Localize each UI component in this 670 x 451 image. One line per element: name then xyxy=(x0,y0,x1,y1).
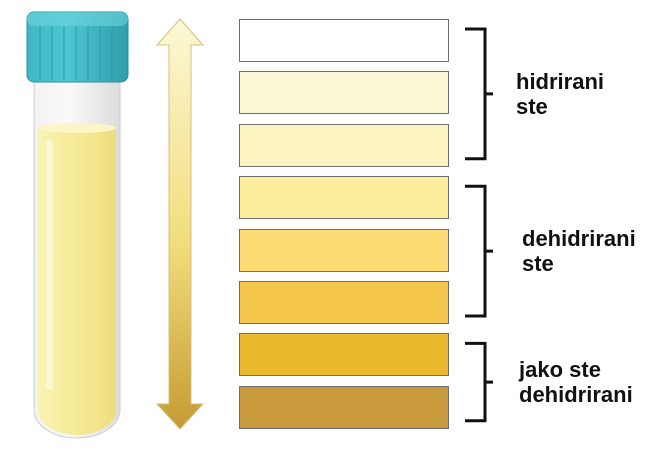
group-label-2: dehidrirani ste xyxy=(522,226,636,277)
bracket-3 xyxy=(465,341,493,423)
color-swatch-2 xyxy=(239,71,449,115)
tube-highlight xyxy=(46,140,53,390)
color-swatch-6 xyxy=(239,281,449,324)
double-arrow-icon xyxy=(155,18,205,430)
color-swatch-7 xyxy=(239,333,449,377)
liquid-surface xyxy=(38,123,116,133)
group-label-3: jako ste dehidrirani xyxy=(519,357,633,408)
bracket-2 xyxy=(465,184,493,318)
color-swatch-5 xyxy=(239,228,449,272)
group-brackets xyxy=(465,27,493,423)
test-tube-icon xyxy=(26,11,129,439)
color-swatch-8 xyxy=(239,385,449,429)
group-label-1: hidrirani ste xyxy=(516,68,605,119)
bracket-1 xyxy=(465,27,493,161)
color-swatch-1 xyxy=(239,19,449,62)
color-swatch-4 xyxy=(239,176,449,220)
color-swatch-3 xyxy=(239,123,449,167)
tube-liquid xyxy=(38,128,116,435)
